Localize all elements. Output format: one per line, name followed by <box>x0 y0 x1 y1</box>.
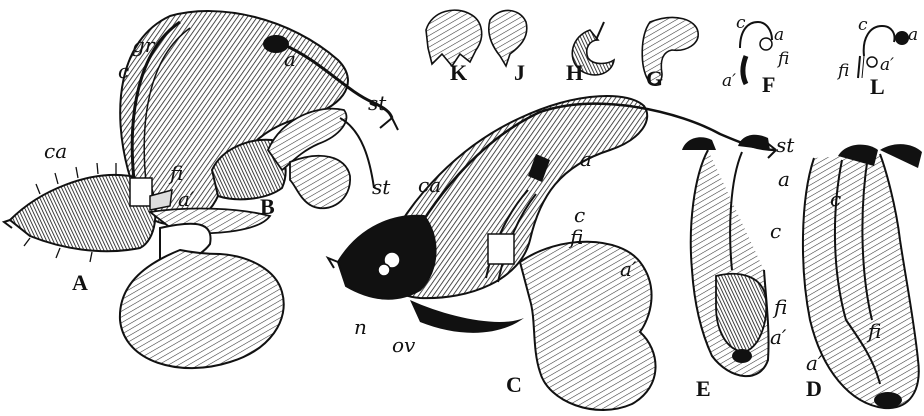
label-a-a: a <box>284 47 296 71</box>
label-a-a-prime: a′ <box>178 187 195 211</box>
label-f-fi: fi <box>776 49 789 69</box>
label-f-a-prime: a′ <box>722 71 736 91</box>
label-c-a-prime: a′ <box>620 257 637 281</box>
figure-letter-k: K <box>450 60 467 85</box>
figure-letter-d: D <box>806 376 822 401</box>
label-de-a: a <box>778 167 790 191</box>
label-c-c: c <box>574 203 585 227</box>
label-c-a: a <box>580 147 592 171</box>
label-a-gr: gr <box>132 33 156 57</box>
label-e-a-prime: a′ <box>770 325 787 349</box>
label-c-ov: ov <box>392 333 416 357</box>
figure-letter-j: J <box>514 60 525 85</box>
label-c-ca: ca <box>418 173 441 197</box>
label-d-c: c <box>830 187 841 211</box>
figure-letter-a: A <box>72 270 88 295</box>
label-e-c: c <box>770 219 781 243</box>
figure-letter-b: B <box>260 194 275 219</box>
figure-letter-f: F <box>762 72 775 97</box>
label-l-a-prime: a′ <box>880 55 894 75</box>
label-f-c: c <box>736 13 746 33</box>
figure-j-drawing <box>489 10 527 66</box>
figure-k-drawing <box>426 10 482 66</box>
label-l-fi: fi <box>836 61 849 81</box>
label-f-a: a <box>774 25 784 45</box>
label-l-a: a <box>908 25 918 45</box>
label-d-a-prime: a′ <box>806 351 823 375</box>
label-b-st: st <box>372 175 391 199</box>
label-a-st: st <box>368 91 387 115</box>
figure-letter-c: C <box>506 372 522 397</box>
label-c-fi: fi <box>568 225 583 249</box>
label-a-c: c <box>118 59 129 83</box>
label-l-c: c <box>858 15 868 35</box>
label-e-fi: fi <box>772 295 787 319</box>
label-a-fi: fi <box>168 161 183 185</box>
label-c-st: st <box>776 133 795 157</box>
figure-letter-h: H <box>566 60 583 85</box>
figure-letter-g: G <box>646 66 663 91</box>
figure-letter-l: L <box>870 74 885 99</box>
figure-e-drawing <box>682 135 770 376</box>
label-a-ca: ca <box>44 139 67 163</box>
label-c-n: n <box>354 315 367 339</box>
figure-letter-e: E <box>696 376 711 401</box>
label-d-fi: fi <box>866 319 881 343</box>
